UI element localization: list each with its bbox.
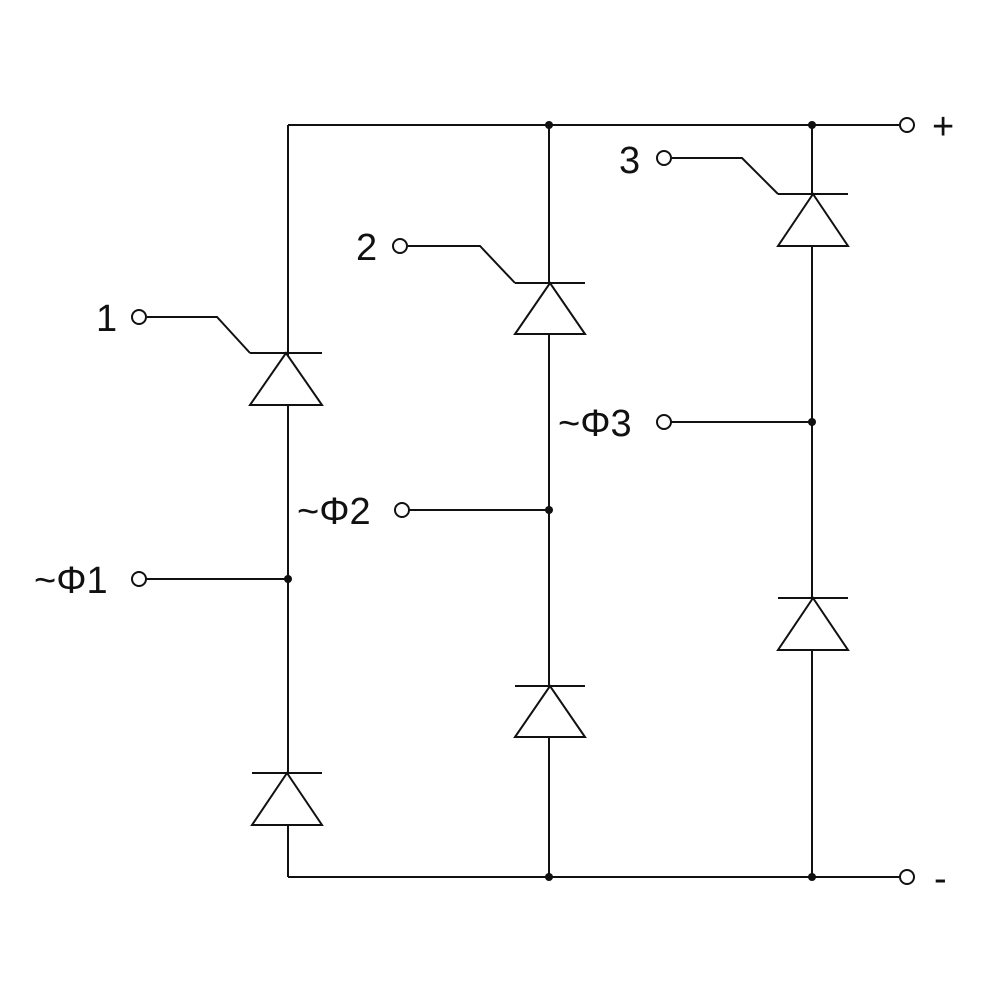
thyristor-2 — [513, 281, 587, 335]
phase-1-label: ~Φ1 — [34, 560, 108, 602]
gate-3-terminal — [656, 150, 672, 166]
labels: 1 2 3 ~Φ1 ~Φ2 ~Φ3 + - — [34, 106, 954, 900]
thyristor-3 — [776, 192, 850, 247]
leg-3-top-junction — [808, 121, 816, 129]
positive-terminal — [899, 117, 915, 133]
leg-2-top-junction — [545, 121, 553, 129]
phase-2-label: ~Φ2 — [297, 491, 371, 533]
gate-3-lead — [672, 157, 779, 195]
gate-2-terminal — [392, 238, 408, 254]
gate-3-label: 3 — [619, 140, 640, 182]
phase-2-terminal — [394, 502, 410, 518]
leg-2 — [392, 121, 587, 881]
gate-2-label: 2 — [356, 227, 377, 269]
leg-3 — [656, 121, 850, 881]
thyristor-1 — [248, 351, 324, 406]
phase-1-junction — [284, 575, 292, 583]
gate-2-lead — [408, 245, 516, 284]
diode-1 — [250, 771, 324, 826]
dc-rails — [288, 124, 899, 878]
phase-3-junction — [808, 418, 816, 426]
phase-3-terminal — [656, 414, 672, 430]
leg-1 — [131, 125, 324, 877]
gate-1-terminal — [131, 309, 147, 325]
gate-1-label: 1 — [96, 298, 117, 340]
diode-2 — [513, 684, 587, 738]
dc-minus-label: - — [934, 858, 947, 900]
phase-2-junction — [545, 506, 553, 514]
gate-1-lead — [147, 316, 251, 354]
diode-3 — [776, 596, 850, 651]
leg-2-bottom-junction — [545, 873, 553, 881]
phase-3-label: ~Φ3 — [558, 403, 632, 445]
leg-3-bottom-junction — [808, 873, 816, 881]
phase-1-terminal — [131, 571, 147, 587]
negative-terminal — [899, 869, 915, 885]
dc-plus-label: + — [932, 106, 954, 148]
